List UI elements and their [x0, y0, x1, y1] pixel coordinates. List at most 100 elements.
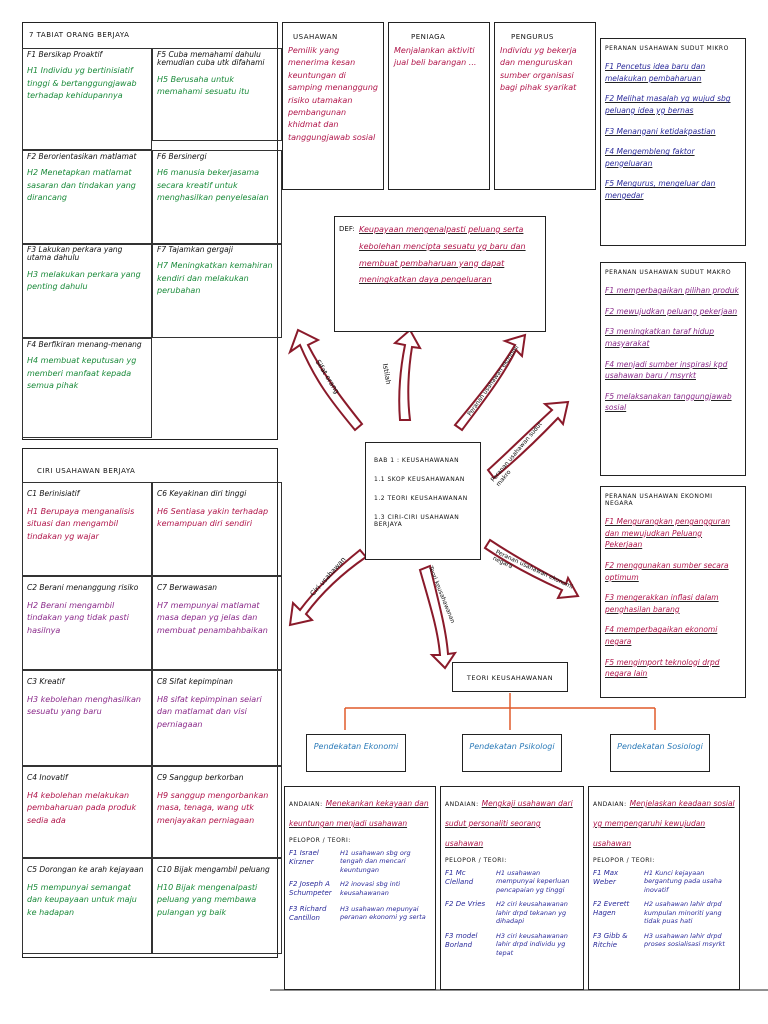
pelopor-name: F2 Everett Hagen — [593, 900, 630, 918]
ciri-cell-title: C3 Kreatif — [27, 677, 65, 686]
ciri-cell-5: C3 Kreatif H3 kebolehan menghasilkan sesu… — [22, 670, 152, 766]
approach-name: Pendekatan Sosiologi — [617, 742, 703, 751]
pelopor-label: Pelopor / Teori: — [289, 837, 351, 844]
ciri-cell-title: C4 Inovatif — [27, 773, 68, 782]
center-chapter-box: BAB 1 : KEUSAHAWANAN 1.1 SKOP KEUSAHAWANA… — [365, 442, 481, 560]
right_micro-item: F2 Melihat masalah yg wujud sbg peluang … — [605, 94, 731, 115]
ciri-cell-title: C5 Dorongan ke arah kejayaan — [27, 865, 144, 874]
makro-role-title: Peranan Usahawan Sudut Makro — [605, 269, 732, 276]
ciri-cell-text: H6 Sentiasa yakin terhadap kemampuan dir… — [157, 507, 269, 529]
arrow-to-teori — [418, 564, 458, 670]
right_makro-item: F5 melaksanakan tanggungjawab sosial — [605, 391, 732, 413]
habit-cell-title: F7 Tajamkan gergaji — [157, 245, 233, 254]
pelopor-text: H3 ciri keusahawanan lahir drpd individu… — [496, 931, 568, 957]
andaian-label: Andaian: — [445, 801, 479, 808]
andaian-text: Menjelaskan keadaan sosial yg mempengaru… — [593, 799, 735, 848]
approach-body-1: Andaian:Menekankan kekayaan dan keuntung… — [284, 786, 436, 990]
ciri-cell-text: H5 mempunyai semangat dan keupayaan untu… — [27, 883, 137, 917]
ciri-cell-title: C1 Berinisiatif — [27, 489, 80, 498]
ciri-cell-title: C7 Berwawasan — [157, 583, 217, 592]
andaian-text: Mengkaji usahawan dari sudut personaliti… — [445, 799, 573, 848]
pelopor-row: F1 Mc Clelland H1 usahawan mempunyai kepe… — [441, 866, 583, 897]
andaian-label: Andaian: — [289, 801, 323, 808]
peniaga-box: Peniaga Menjalankan aktiviti jual beli b… — [388, 22, 490, 190]
ciri-cell-text: H3 kebolehan menghasilkan sesuatu yang b… — [27, 695, 141, 717]
right_negara-item: F5 mengimport teknologi drpd negara lain — [605, 657, 720, 679]
right_micro-item: F3 Menangani ketidakpastian — [605, 126, 716, 136]
usahawan-text: Pemilik yang menerima kesan keuntungan d… — [288, 46, 378, 142]
pengurus-title: Pengurus — [511, 33, 554, 41]
right_negara-item: F4 memperbagaikan ekonomi negara — [605, 625, 718, 646]
ciri-cell-text: H10 Bijak mengenalpasti peluang yang mem… — [157, 883, 258, 917]
ciri-cell-text: H9 sanggup mengorbankan masa, tenaga, wa… — [157, 791, 269, 825]
pelopor-name: F1 Max Weber — [593, 869, 619, 887]
habit-cell-text: H7 Meningkatkan kemahiran kendiri dan me… — [157, 261, 273, 296]
approach-body-3: Andaian:Menjelaskan keadaan sosial yg me… — [588, 786, 740, 990]
habit-cell-title: F2 Berorientasikan matlamat — [27, 152, 137, 161]
right_negara-item: F2 menggunakan sumber secara optimum — [605, 560, 729, 582]
habit-cell-6: F7 Tajamkan gergaji H7 Meningkatkan kemah… — [152, 243, 282, 338]
habit-cell-text: H2 Menetapkan matlamat sasaran dan tinda… — [27, 168, 136, 203]
ciri-cell-9: C5 Dorongan ke arah kejayaan H5 mempunyai… — [22, 858, 152, 954]
pelopor-text: H1 usahawan mempunyai keperluan pencapai… — [496, 869, 570, 894]
center-line: 1.2 TEORI KEUSAHAWANAN — [374, 495, 468, 502]
arrow-to-left-top — [287, 328, 364, 432]
habit-cell-1: F1 Bersikap Proaktif H1 Individu yg berti… — [22, 48, 152, 150]
habit-cell-text: H5 Berusaha untuk memahami sesuatu itu — [157, 74, 250, 96]
peniaga-title: Peniaga — [411, 33, 446, 41]
arrow-to-negara — [483, 538, 580, 600]
approach-body-2: Andaian:Mengkaji usahawan dari sudut per… — [440, 786, 584, 990]
pelopor-text: H1 usahawan sbg org tengah dan mencari k… — [340, 849, 411, 874]
right_micro-item: F5 Mengurus, mengeluar dan mengedar — [605, 179, 716, 200]
teori-title-box: Teori Keusahawanan — [452, 662, 568, 692]
micro-role-panel: Peranan Usahawan Sudut Mikro F1 Pencetus… — [600, 38, 746, 246]
pengurus-text: Individu yg bekerja dan menguruskan sumb… — [500, 46, 577, 93]
pelopor-text: H3 usahawan mepunyai peranan ekonomi yg … — [340, 904, 426, 921]
right_negara-item: F1 Mengurangkan pengangguran dan mewujud… — [605, 517, 731, 550]
center-line: BAB 1 : KEUSAHAWANAN — [374, 457, 460, 464]
habit-cell-title: F3 Lakukan perkara yang utama dahulu — [27, 245, 123, 263]
right_micro-item: F1 Pencetus idea baru dan melakukan pemb… — [605, 62, 706, 83]
approach-header-1: Pendekatan Ekonomi — [306, 734, 406, 772]
ciri-cell-8: C9 Sanggup berkorban H9 sanggup mengorban… — [152, 766, 282, 858]
ciri-cell-title: C8 Sifat kepimpinan — [157, 677, 233, 686]
right_micro-item: F4 Mengembleng faktor pengeluaran — [605, 147, 695, 168]
habit-cell-title: F1 Bersikap Proaktif — [27, 50, 103, 59]
ciri-cell-text: H2 Berani mengambil tindakan yang tidak … — [27, 601, 129, 635]
center-line: 1.1 SKOP KEUSAHAWANAN — [374, 476, 465, 483]
definition-box: DEF: Keupayaan mengenalpasti peluang ser… — [334, 216, 546, 332]
right_makro-item: F4 menjadi sumber inspirasi kpd usahawan… — [605, 359, 728, 381]
ciri-cell-title: C9 Sanggup berkorban — [157, 773, 244, 782]
pengurus-box: Pengurus Individu yg bekerja dan menguru… — [494, 22, 596, 190]
pelopor-name: F2 Joseph A Schumpeter — [289, 880, 332, 898]
habit-cell-text: H1 Individu yg bertinisiatif tinggi & be… — [27, 66, 137, 101]
teori-title: Teori Keusahawanan — [466, 674, 554, 682]
pelopor-name: F1 Mc Clelland — [445, 869, 474, 887]
habit-cell-title: F4 Berfikiran menang-menang — [27, 340, 142, 349]
definition-text: Keupayaan mengenalpasti peluang serta ke… — [359, 225, 526, 285]
approach-header-3: Pendekatan Sosiologi — [610, 734, 710, 772]
pelopor-text: H2 usahawan lahir drpd kumpulan minoriti… — [644, 900, 722, 926]
right_makro-item: F2 mewujudkan peluang pekerjaan — [605, 306, 738, 316]
usahawan-box: Usahawan Pemilik yang menerima kesan keu… — [282, 22, 384, 190]
pelopor-label: Pelopor / Teori: — [593, 857, 655, 864]
right_makro-item: F1 memperbagaikan pilihan produk — [605, 286, 739, 295]
ciri-cell-text: H4 kebolehan melakukan pembaharuan pada … — [27, 791, 137, 825]
ciri-cell-text: H1 Berupaya menganalisis situasi dan men… — [27, 507, 135, 541]
center-line: 1.3 CIRI-CIRI USAHAWAN BERJAYA — [374, 514, 460, 528]
pelopor-name: F2 De Vries — [445, 900, 486, 909]
seven-habits-panel: 7 Tabiat Orang Berjaya — [22, 22, 278, 440]
